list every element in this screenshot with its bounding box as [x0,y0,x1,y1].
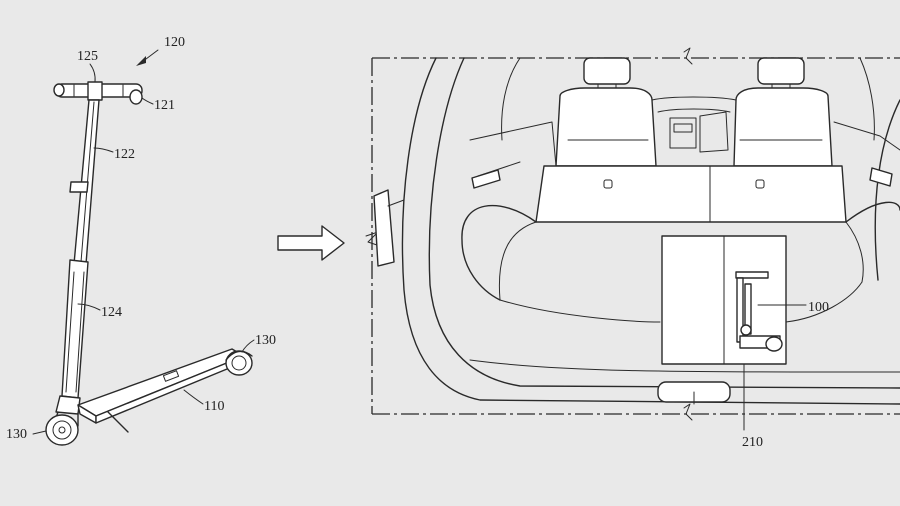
label-130-rear: 130 [255,333,276,348]
folded-seat [535,165,847,223]
trunk-latch [657,381,731,405]
deck [77,348,245,433]
left-taillight [373,189,395,267]
leader-arrowhead [136,56,146,66]
front-wheel [45,414,79,446]
label-130-front: 130 [6,427,27,442]
label-121: 121 [154,98,175,113]
pole-collar [69,181,89,193]
lower-pole [61,259,89,399]
label-122: 122 [114,147,135,162]
left-seat-back [555,87,657,167]
left-headrest [583,57,631,95]
rear-wheel [225,350,253,376]
label-120: 120 [164,35,185,50]
break-mark-left [365,231,381,247]
label-125: 125 [77,49,98,64]
trunk-view: 100 210 [365,47,900,450]
stem-clamp [87,81,103,101]
scooter [45,81,253,446]
right-seat-back [733,87,833,167]
label-210: 210 [742,435,763,450]
scooter-labels: 120 125 121 122 124 110 130 130 [6,35,276,442]
stored-scooter [735,271,783,352]
break-mark-bottom [683,403,693,421]
break-mark-top [683,47,693,65]
fork-head [55,395,81,415]
label-110: 110 [204,399,224,414]
label-100: 100 [808,300,829,315]
handle-grip [129,89,143,105]
label-124: 124 [101,305,122,320]
right-arrow-icon [277,225,345,261]
